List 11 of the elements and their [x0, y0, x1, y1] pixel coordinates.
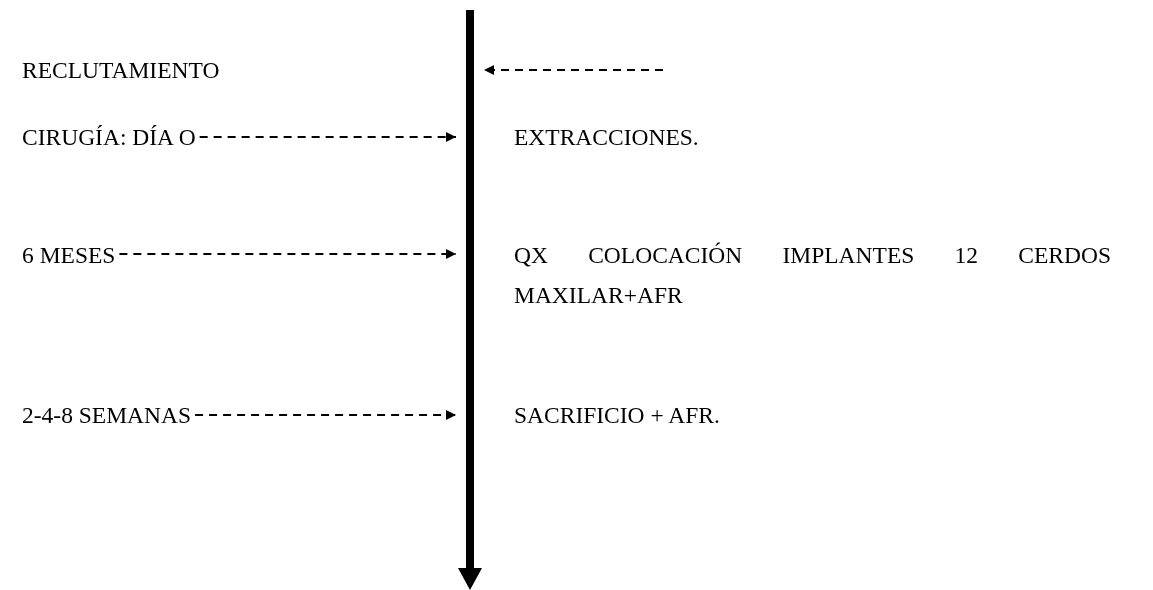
timeline-text: 2-4-8 SEMANAS — [22, 401, 192, 430]
dashed-arrow — [118, 249, 457, 259]
timeline-text: SACRIFICIO + AFR. — [514, 401, 720, 430]
dashed-arrow — [483, 65, 664, 75]
timeline-text: RECLUTAMIENTO — [22, 56, 220, 85]
timeline-text: 6 MESES — [22, 241, 116, 270]
dashed-arrow — [194, 410, 457, 420]
timeline-text: CIRUGÍA: DÍA O — [22, 123, 196, 152]
dashed-arrow — [198, 132, 457, 142]
timeline-text: EXTRACCIONES. — [514, 123, 699, 152]
timeline-text: QX COLOCACIÓN IMPLANTES 12 CERDOS MAXILAR+AFR — [514, 241, 1111, 310]
